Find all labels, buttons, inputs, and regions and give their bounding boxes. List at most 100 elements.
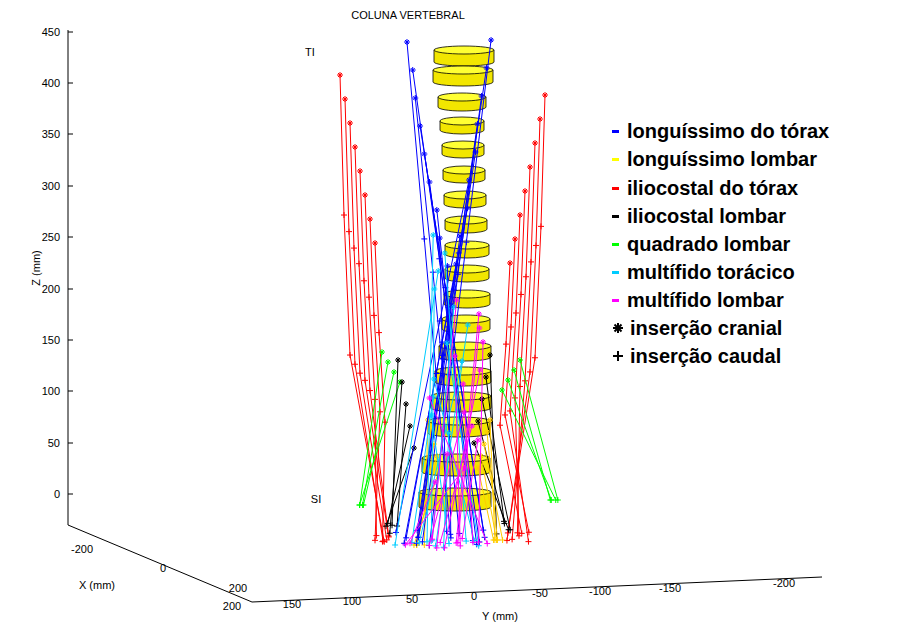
caudal-marker xyxy=(346,229,352,235)
caudal-marker xyxy=(371,312,377,318)
caudal-marker xyxy=(367,388,373,394)
muscle-fascicle xyxy=(437,454,447,548)
muscle-fascicle xyxy=(360,352,382,505)
cranial-marker xyxy=(444,451,450,457)
caudal-marker xyxy=(446,541,452,547)
muscle-fascicle xyxy=(512,143,535,539)
muscle-fascicle xyxy=(360,171,389,537)
cranial-marker xyxy=(474,121,480,127)
caudal-marker xyxy=(366,294,372,300)
muscle-fascicle xyxy=(422,96,481,542)
legend-entry: iliocostal do tórax xyxy=(612,178,798,198)
caudal-marker xyxy=(503,341,509,347)
vertebra-top xyxy=(434,46,494,54)
legend-symbol xyxy=(612,350,624,362)
caudal-marker xyxy=(533,242,539,248)
muscle-fascicle xyxy=(404,208,467,543)
cranial-marker xyxy=(527,164,533,170)
caudal-marker xyxy=(351,245,357,251)
caudal-marker xyxy=(386,534,392,540)
tick-label: 0 xyxy=(54,489,60,500)
legend-entry: multífido lombar xyxy=(612,290,784,310)
cranial-marker xyxy=(517,357,523,363)
tick-label: -150 xyxy=(659,583,681,594)
cranial-marker xyxy=(453,261,459,267)
legend-swatch xyxy=(612,271,619,274)
tick-label: -200 xyxy=(71,544,93,555)
cranial-marker xyxy=(512,236,518,242)
caudal-marker xyxy=(497,422,503,428)
cranial-marker xyxy=(457,233,463,239)
muscle-fascicle xyxy=(463,384,473,542)
cranial-marker xyxy=(379,349,385,355)
caudal-marker xyxy=(357,502,363,508)
caudal-marker xyxy=(357,370,363,376)
cranial-marker xyxy=(417,123,423,129)
caudal-marker xyxy=(514,530,520,536)
caudal-marker xyxy=(380,538,386,544)
legend-entry: inserção cranial xyxy=(612,318,782,338)
muscle-fascicle xyxy=(502,390,556,500)
tick xyxy=(68,237,73,238)
legend-text: multífido lombar xyxy=(627,290,784,310)
legend-symbol xyxy=(612,322,624,334)
tick xyxy=(68,494,73,495)
tick-label: 200 xyxy=(229,583,247,594)
legend-text: iliocostal do tórax xyxy=(627,178,798,198)
cranial-marker xyxy=(511,367,517,373)
caudal-marker xyxy=(402,542,408,548)
axis-title: Z (mm) xyxy=(31,250,42,285)
cranial-marker xyxy=(372,240,378,246)
legend-swatch xyxy=(612,215,619,218)
cranial-marker xyxy=(488,37,494,43)
cranial-marker xyxy=(476,311,482,317)
legend-text: inserção cranial xyxy=(630,318,782,338)
caudal-marker xyxy=(426,543,432,549)
tick-label: -100 xyxy=(589,586,611,597)
cranial-marker xyxy=(480,339,486,345)
cranial-marker xyxy=(475,437,481,443)
muscle-fascicle xyxy=(514,370,550,500)
cranial-marker xyxy=(532,140,538,146)
y-axis xyxy=(252,577,822,602)
cranial-marker xyxy=(435,268,441,274)
caudal-marker xyxy=(421,236,427,242)
cranial-marker xyxy=(357,168,363,174)
cranial-marker xyxy=(352,144,358,150)
cranial-marker xyxy=(431,286,437,292)
cranial-marker xyxy=(517,212,523,218)
tick-label: 50 xyxy=(48,438,60,449)
muscle-fascicle xyxy=(462,440,478,539)
cranial-marker xyxy=(430,232,436,238)
cranial-marker xyxy=(505,377,511,383)
legend-swatch xyxy=(612,187,619,190)
cranial-marker xyxy=(465,322,471,328)
legend-text: quadrado lombar xyxy=(627,234,790,254)
muscle-fascicle xyxy=(405,468,464,545)
x-axis xyxy=(68,525,252,602)
caudal-marker xyxy=(502,412,508,418)
caudal-marker xyxy=(491,537,497,543)
cranial-marker xyxy=(442,250,448,256)
axis-title: Y (mm) xyxy=(482,611,518,622)
caudal-marker xyxy=(500,537,506,543)
legend-swatch xyxy=(612,158,619,161)
caudal-marker xyxy=(523,274,529,280)
muscle-fascicle xyxy=(447,343,479,546)
tick-label: 150 xyxy=(42,335,60,346)
legend-entry: iliocostal lombar xyxy=(612,206,786,226)
muscle-fascicle xyxy=(429,40,491,545)
cranial-marker xyxy=(459,358,465,364)
muscle-fascicle xyxy=(440,426,472,542)
tick xyxy=(68,134,73,135)
marker-label: SI xyxy=(311,494,321,505)
axis-title: X (mm) xyxy=(79,580,115,591)
caudal-marker xyxy=(341,212,347,218)
tick-label: 300 xyxy=(42,181,60,192)
caudal-marker xyxy=(528,259,534,265)
cranial-marker xyxy=(464,205,470,211)
legend-text: inserção caudal xyxy=(630,346,781,366)
muscle-fascicle xyxy=(430,398,488,544)
caudal-marker xyxy=(508,324,514,330)
